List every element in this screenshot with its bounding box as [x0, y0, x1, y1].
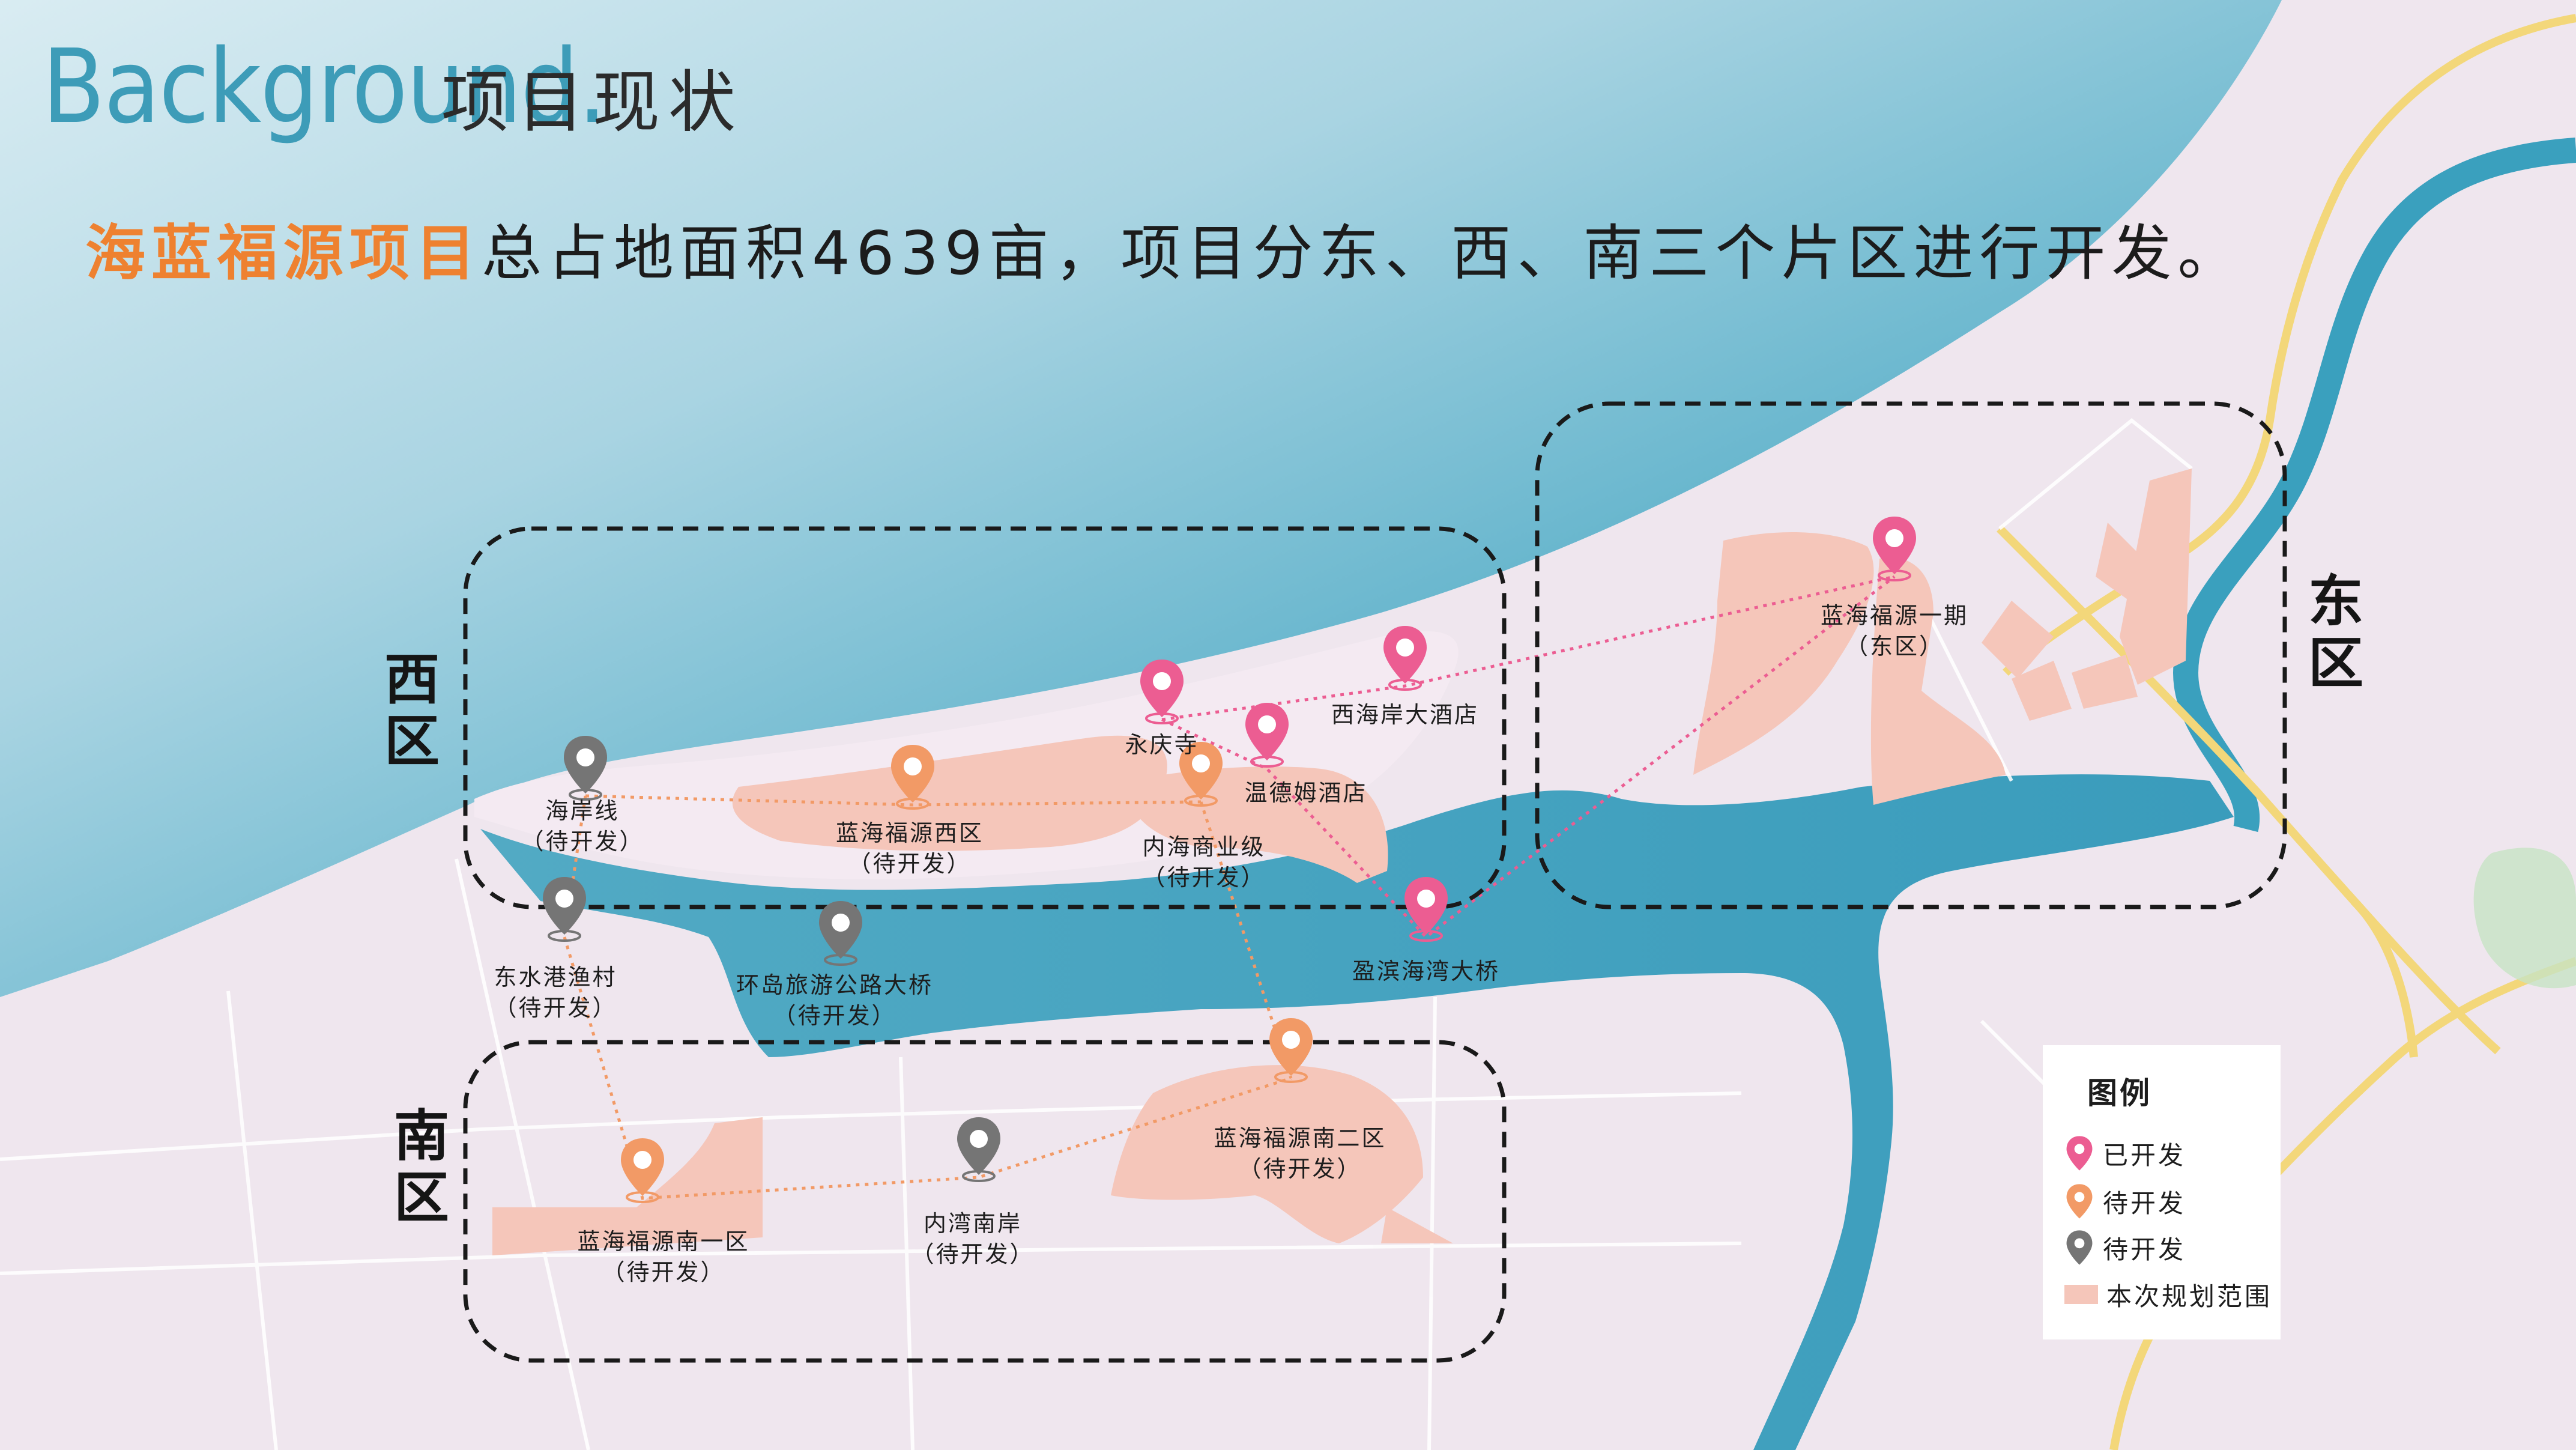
plan-area-swatch	[2064, 1285, 2098, 1304]
label-line1: 内海商业级	[1142, 834, 1266, 860]
label-line2: （待开发）	[1142, 864, 1266, 891]
label-yongqing: 永庆寺	[1125, 730, 1199, 760]
label-line2: （待开发）	[1238, 1156, 1362, 1183]
pin-icon-pending-other	[2066, 1230, 2093, 1265]
legend-label-pending-other: 待开发	[2103, 1234, 2186, 1264]
label-west_district: 蓝海福源西区 （待开发）	[836, 818, 984, 880]
legend-item-pending: 待开发	[2064, 1180, 2186, 1222]
label-inner_commercial: 内海商业级 （待开发）	[1142, 832, 1265, 894]
label-line1: 东水港渔村	[494, 964, 617, 990]
marker-south_one[interactable]	[621, 1138, 664, 1203]
project-summary: 海蓝福源项目总占地面积4639亩，项目分东、西、南三个片区进行开发。	[85, 223, 2244, 284]
title-chinese: 项目现状	[441, 64, 744, 142]
zone-label-east: 东区	[2308, 569, 2363, 696]
label-line1: 永庆寺	[1125, 732, 1199, 758]
label-line2: （待开发）	[521, 828, 644, 855]
legend-label-developed: 已开发	[2103, 1140, 2186, 1170]
planned-areas	[492, 469, 2192, 1255]
summary-text: 总占地面积4639亩，项目分东、西、南三个片区进行开发。	[482, 218, 2244, 288]
legend-item-developed: 已开发	[2064, 1132, 2186, 1174]
south-zone-outline	[463, 1040, 1507, 1363]
label-line2: （东区）	[1845, 633, 1944, 660]
pin-icon-developed	[2066, 1136, 2093, 1171]
legend-label-pending: 待开发	[2103, 1188, 2186, 1218]
label-line1: 蓝海福源西区	[835, 820, 984, 846]
label-line2: （待开发）	[602, 1259, 725, 1286]
roads	[1997, 14, 2576, 1450]
map-legend: 图例 已开发 待开发 待开发 本次规划范围	[2043, 1045, 2281, 1339]
zone-label-south: 南区	[393, 1104, 449, 1231]
label-island_bridge: 环岛旅游公路大桥 （待开发）	[736, 970, 933, 1032]
marker-xihaian[interactable]	[1383, 626, 1427, 691]
label-east_phase1: 蓝海福源一期 （东区）	[1821, 601, 1968, 663]
label-inner_bay_south: 内湾南岸 （待开发）	[911, 1209, 1034, 1270]
label-line1: 西海岸大酒店	[1331, 702, 1480, 728]
markers	[543, 517, 1916, 1203]
marker-dongshui_village[interactable]	[543, 877, 586, 942]
label-yingbin_bridge: 盈滨海湾大桥	[1352, 956, 1500, 987]
marker-inner_bay_south[interactable]	[957, 1117, 1000, 1182]
east-zone-outline	[1535, 401, 2287, 909]
label-line2: （待开发）	[848, 851, 972, 878]
title-english: Background.	[42, 28, 607, 147]
label-line1: 海岸线	[545, 798, 620, 824]
marker-coastline[interactable]	[564, 736, 607, 801]
label-line2: （待开发）	[911, 1241, 1035, 1268]
label-coastline: 海岸线 （待开发）	[521, 796, 644, 858]
marker-east_phase1[interactable]	[1873, 517, 1916, 581]
label-line1: 盈滨海湾大桥	[1352, 958, 1501, 984]
marker-yongqing[interactable]	[1140, 660, 1184, 724]
label-line2: （待开发）	[773, 1003, 896, 1030]
label-line1: 蓝海福源一期	[1820, 602, 1969, 629]
marker-west_district[interactable]	[891, 745, 934, 810]
label-xihaian: 西海岸大酒店	[1331, 700, 1479, 730]
river	[2172, 138, 2576, 833]
pin-icon-pending	[2066, 1184, 2093, 1219]
legend-title: 图例	[2087, 1076, 2152, 1111]
legend-item-plan-area: 本次规划范围	[2064, 1273, 2272, 1315]
label-south_one: 蓝海福源南一区 （待开发）	[577, 1227, 749, 1288]
label-line1: 内湾南岸	[923, 1210, 1023, 1237]
marker-island_bridge[interactable]	[819, 901, 862, 966]
project-name-highlight: 海蓝福源项目	[85, 218, 482, 288]
marker-yingbin_bridge[interactable]	[1404, 877, 1448, 942]
label-line2: （待开发）	[494, 995, 617, 1022]
label-dongshui_village: 东水港渔村 （待开发）	[494, 962, 617, 1024]
park-area	[2473, 848, 2576, 989]
label-wyndham: 温德姆酒店	[1244, 778, 1367, 808]
legend-item-pending-other: 待开发	[2064, 1227, 2186, 1269]
label-south_two: 蓝海福源南二区 （待开发）	[1214, 1123, 1386, 1185]
marker-wyndham[interactable]	[1245, 703, 1289, 768]
label-line1: 温德姆酒店	[1244, 780, 1368, 806]
label-line1: 蓝海福源南一区	[577, 1228, 750, 1255]
label-line1: 蓝海福源南二区	[1214, 1125, 1386, 1151]
zone-outlines	[463, 401, 2287, 1363]
marker-south_two[interactable]	[1269, 1018, 1313, 1083]
zone-label-west: 西区	[384, 648, 440, 774]
label-line1: 环岛旅游公路大桥	[736, 972, 934, 998]
legend-label-plan-area: 本次规划范围	[2106, 1281, 2273, 1311]
inner-sea	[480, 774, 2234, 1450]
marker-inner_commercial[interactable]	[1179, 742, 1223, 807]
